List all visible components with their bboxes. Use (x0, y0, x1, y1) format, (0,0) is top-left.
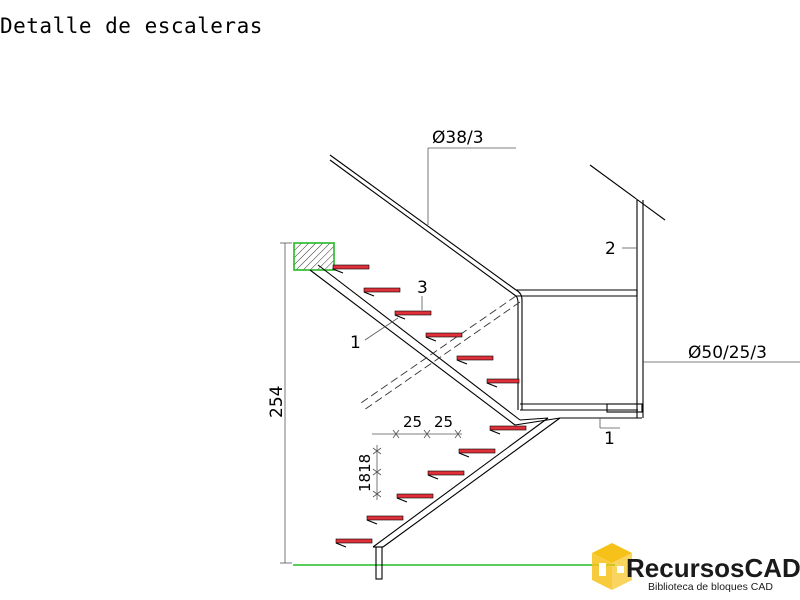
handrail-tube-label: Ø38/3 (432, 128, 484, 148)
upper-stringer (309, 264, 521, 426)
cube-logo-icon (592, 543, 632, 590)
height-dimension (280, 242, 292, 564)
upper-treads (332, 264, 520, 388)
logo-name: RecursosCAD (626, 553, 800, 583)
lower-stringer (372, 417, 561, 548)
lower-treads (335, 425, 527, 548)
tread (458, 448, 496, 458)
part-1-upper-label: 1 (350, 333, 361, 353)
tread (427, 470, 465, 480)
wall-post (589, 164, 666, 418)
height-dim-label: 254 (267, 386, 287, 418)
tread (366, 515, 404, 525)
tread (363, 287, 401, 297)
drawing-title: Detalle de escaleras (0, 14, 263, 38)
tread (489, 425, 527, 435)
part-1-upper-leader (364, 317, 399, 341)
top-landing-block (293, 242, 335, 271)
tread (335, 538, 373, 548)
tread (394, 310, 432, 320)
landing-beam (520, 403, 643, 419)
tread-dimension (372, 429, 462, 439)
tread-dim-b-label: 25 (434, 413, 453, 431)
riser-dimension (372, 445, 382, 500)
tread (396, 493, 434, 503)
part-1-lower-label: 1 (604, 429, 615, 449)
tread (425, 332, 463, 342)
part-2-label: 2 (605, 239, 616, 259)
tread-dim-a-label: 25 (403, 413, 422, 431)
handrail (329, 154, 638, 410)
recursoscad-logo: RecursosCAD Biblioteca de bloques CAD (592, 543, 800, 593)
tread (456, 355, 494, 365)
riser-dim-label: 1818 (356, 454, 374, 492)
hidden-handrail (357, 295, 521, 411)
tread (332, 264, 370, 274)
part-3-label: 3 (417, 278, 428, 298)
part-1-lower-leader (599, 418, 620, 429)
tread (486, 378, 520, 388)
logo-tagline: Biblioteca de bloques CAD (648, 581, 773, 593)
handrail-leader (427, 147, 516, 225)
foot-plate (375, 546, 383, 580)
post-tube-label: Ø50/25/3 (688, 343, 767, 363)
